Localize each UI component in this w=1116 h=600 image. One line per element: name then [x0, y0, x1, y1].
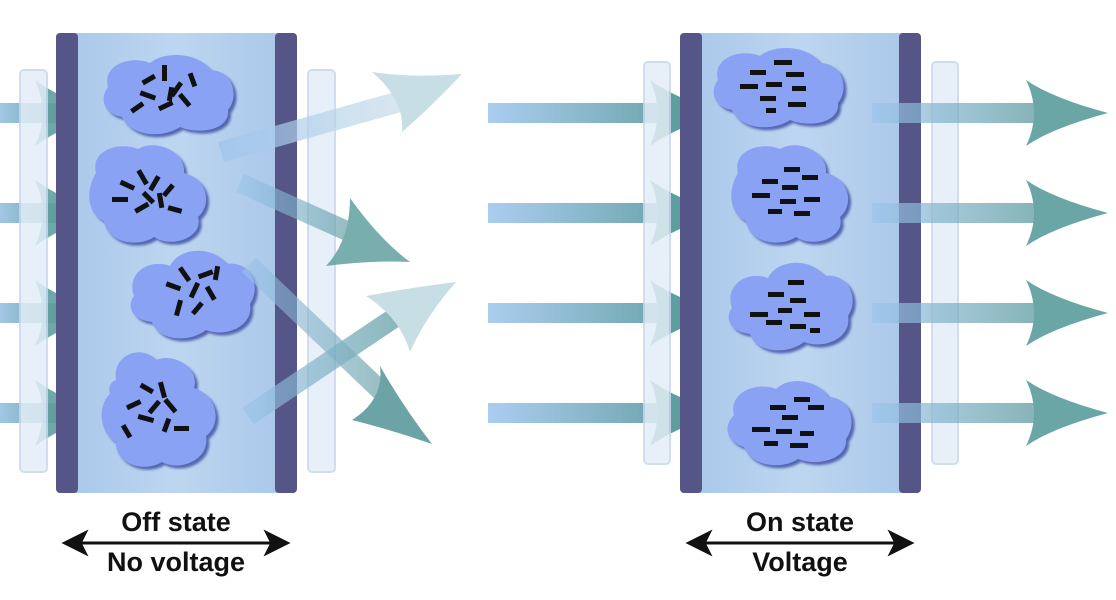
voltage-label: No voltage: [107, 547, 245, 577]
scattered-arrow-down: [236, 174, 410, 266]
scattered-arrow-up: [218, 72, 462, 162]
liquid-crystal-droplet: [89, 145, 210, 246]
on-state-panel: On state Voltage: [488, 33, 1108, 577]
transmitted-arrow: [872, 280, 1108, 346]
transmitted-arrow: [872, 180, 1108, 246]
right-polarizer: [931, 61, 959, 465]
right-electrode: [899, 33, 921, 493]
left-polarizer: [19, 69, 48, 473]
liquid-crystal-droplet: [727, 381, 855, 469]
off-state-panel: Off state No voltage: [0, 33, 462, 577]
left-electrode: [56, 33, 78, 493]
off-scattered-light-arrows: [218, 72, 462, 444]
liquid-crystal-droplet: [103, 54, 237, 138]
liquid-crystal-droplet: [713, 47, 847, 131]
liquid-crystal-droplet: [728, 262, 856, 354]
transmitted-arrow: [872, 80, 1108, 146]
liquid-crystal-droplet: [731, 145, 852, 246]
state-label: Off state: [121, 507, 231, 537]
left-polarizer: [643, 61, 671, 465]
left-electrode: [680, 33, 702, 493]
right-electrode: [275, 33, 297, 493]
voltage-label: Voltage: [752, 547, 848, 577]
on-state-label: On state Voltage: [685, 507, 915, 577]
off-state-label: Off state No voltage: [61, 507, 291, 577]
liquid-crystal-droplet: [130, 250, 258, 342]
liquid-crystal-droplet: [101, 352, 219, 470]
on-transmitted-light-arrows: [872, 80, 1108, 446]
state-label: On state: [746, 507, 854, 537]
scattered-arrow-up: [242, 282, 456, 424]
scattered-arrow-down: [242, 258, 432, 444]
transmitted-arrow: [872, 380, 1108, 446]
